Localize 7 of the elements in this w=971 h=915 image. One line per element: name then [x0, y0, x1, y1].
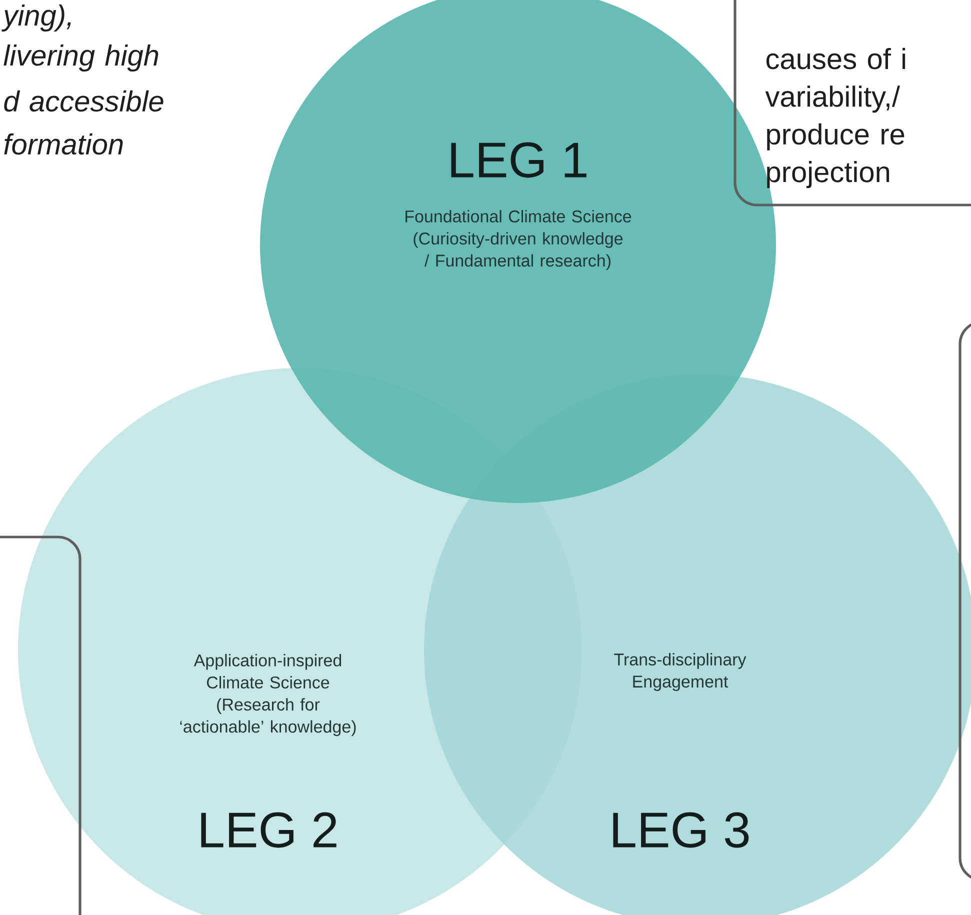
- note-text: d accessible: [4, 90, 164, 112]
- rounded-box: [958, 320, 971, 882]
- note-text: livering high: [4, 44, 158, 72]
- note-text: ying),: [2, 4, 71, 32]
- rounded-box: [0, 536, 82, 915]
- text-box: causes of i variability,/ produce re projection: [734, 0, 971, 206]
- note-text: formation: [4, 133, 123, 155]
